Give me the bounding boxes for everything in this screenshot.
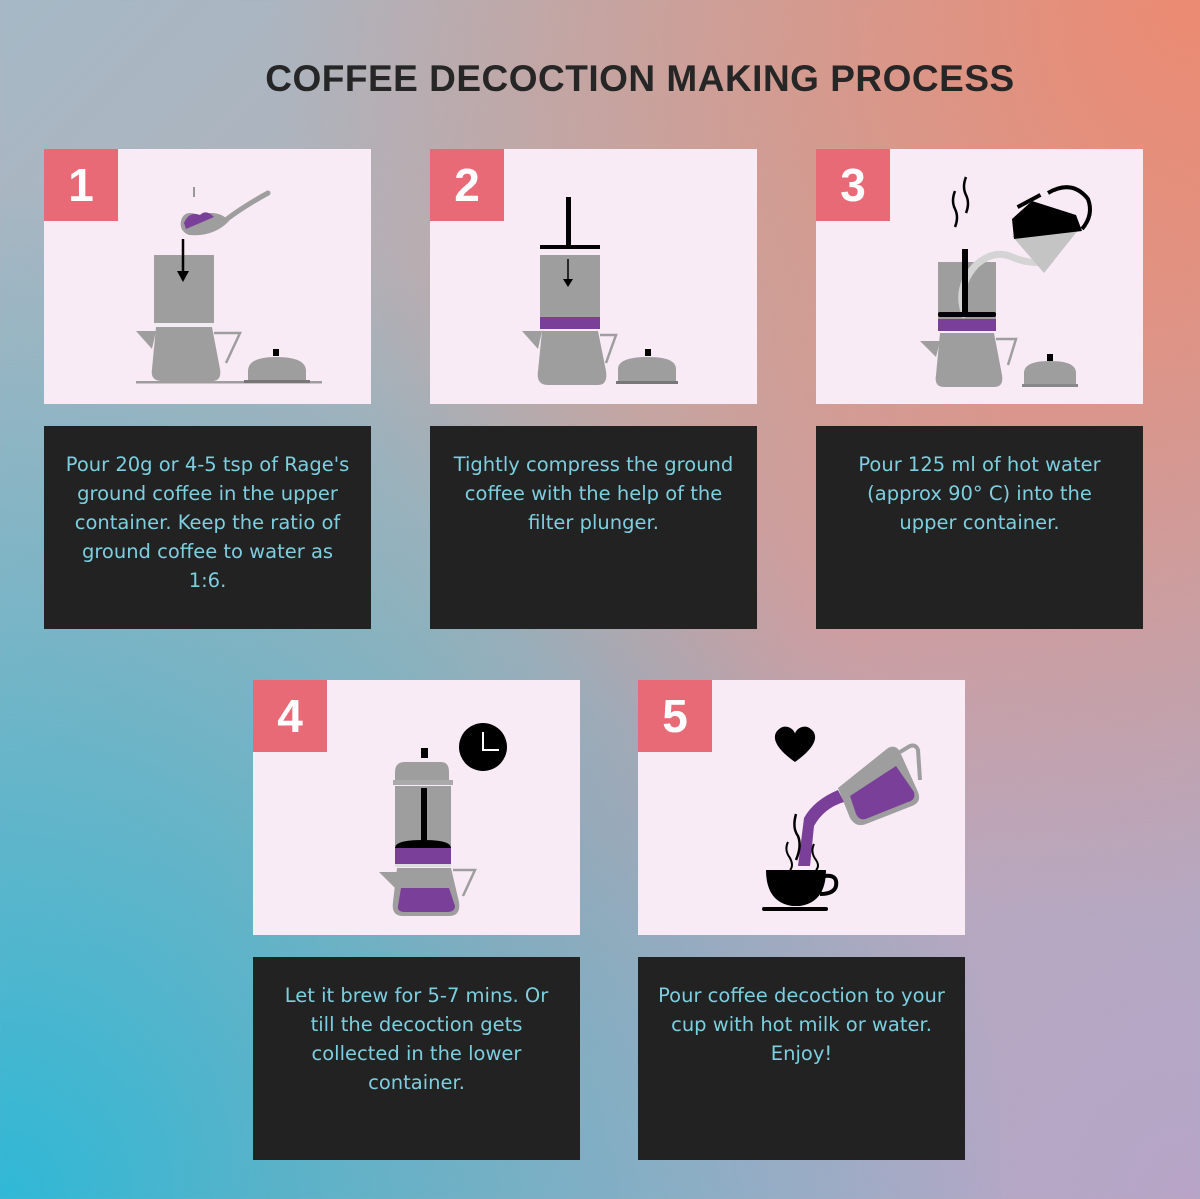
step-2-description: Tightly compress the ground coffee with … xyxy=(430,426,757,629)
page-title: COFFEE DECOCTION MAKING PROCESS xyxy=(265,58,1015,99)
spoon-pour-coffee-into-filter-icon xyxy=(136,187,322,384)
step-5-illustration-card: 5 xyxy=(638,680,965,935)
step-4-description: Let it brew for 5-7 mins. Or till the de… xyxy=(253,957,580,1160)
step-1-description: Pour 20g or 4-5 tsp of Rage's ground cof… xyxy=(44,426,371,629)
plunger-compress-icon xyxy=(522,197,678,385)
step-5-description: Pour coffee decoction to your cup with h… xyxy=(638,957,965,1160)
kettle-pour-hot-water-icon xyxy=(920,176,1092,387)
step-number-badge: 3 xyxy=(816,149,890,221)
step-1-illustration-card: 1 xyxy=(44,149,371,404)
step-number-badge: 5 xyxy=(638,680,712,752)
step-number-badge: 4 xyxy=(253,680,327,752)
pour-into-cup-heart-icon xyxy=(762,726,922,911)
step-2-illustration-card: 2 xyxy=(430,149,757,404)
step-3-description: Pour 125 ml of hot water (approx 90° C) … xyxy=(816,426,1143,629)
step-number-badge: 2 xyxy=(430,149,504,221)
step-3-illustration-card: 3 xyxy=(816,149,1143,404)
step-number-badge: 1 xyxy=(44,149,118,221)
step-4-illustration-card: 4 xyxy=(253,680,580,935)
filter-brewing-clock-icon xyxy=(379,723,507,916)
